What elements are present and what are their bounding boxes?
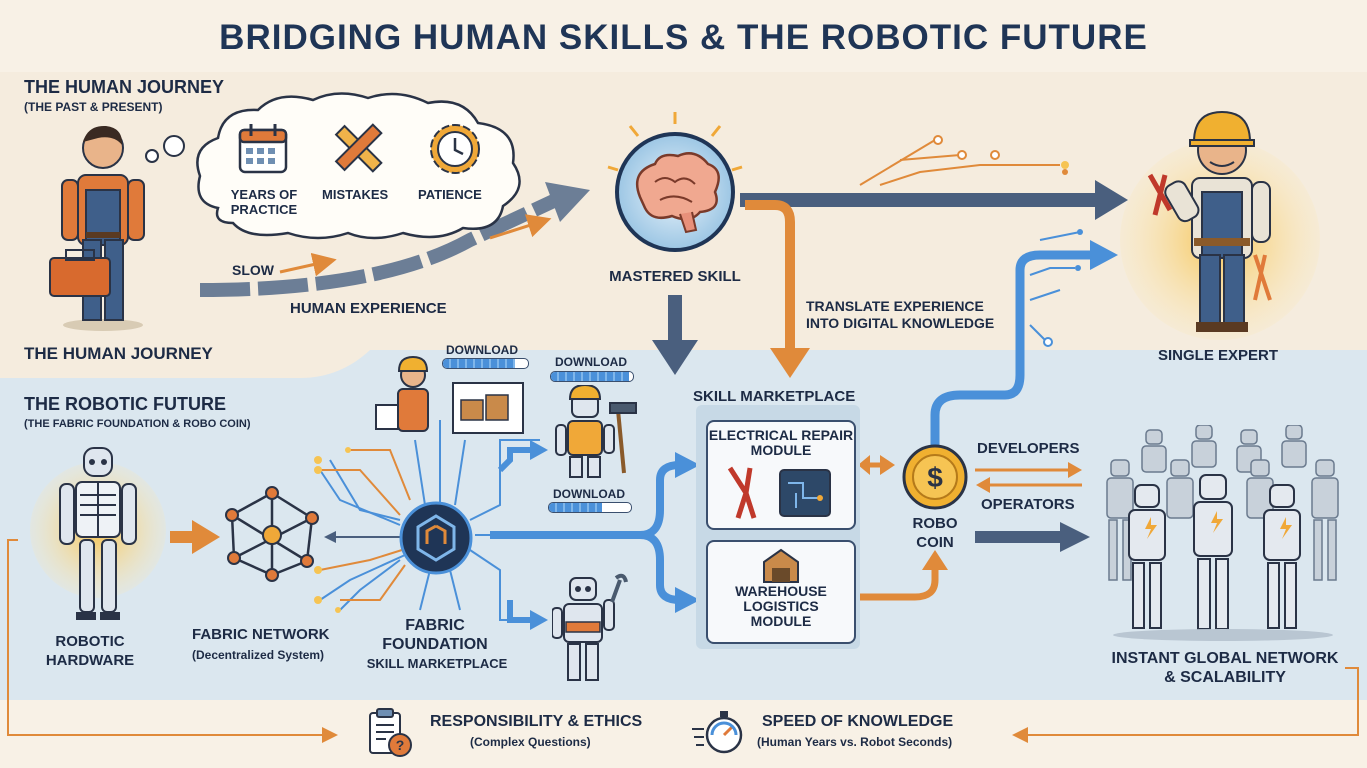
download-progress-bar-3 — [548, 502, 632, 513]
download-label-2: DOWNLOAD — [555, 355, 627, 369]
translate-label: TRANSLATE EXPERIENCE INTO DIGITAL KNOWLE… — [806, 298, 1006, 332]
warehouse-module-label: WAREHOUSE LOGISTICS MODULE — [708, 584, 854, 629]
robot-army-icon — [1095, 425, 1355, 645]
hardware-label-1: ROBOTIC — [40, 633, 140, 650]
download-progress-bar-2 — [550, 371, 634, 382]
download-label-1: DOWNLOAD — [446, 343, 518, 357]
fabric-foundation-sub: SKILL MARKETPLACE — [352, 656, 522, 671]
ethics-sub: (Complex Questions) — [470, 735, 591, 749]
robo-coin-label-1: ROBO — [895, 515, 975, 532]
page-title: BRIDGING HUMAN SKILLS & THE ROBOTIC FUTU… — [0, 18, 1367, 58]
robot-hammer-icon — [552, 385, 642, 480]
fabric-network-label: FABRIC NETWORK — [192, 626, 330, 643]
thought-item-practice: YEARS OF PRACTICE — [222, 187, 306, 217]
speed-sub: (Human Years vs. Robot Seconds) — [757, 735, 952, 749]
mastered-skill-label: MASTERED SKILL — [575, 268, 775, 285]
download-progress-fill-1 — [443, 359, 515, 368]
pliers-circuit-icon — [708, 458, 854, 524]
global-network-label-2: & SCALABILITY — [1090, 669, 1360, 687]
skill-marketplace-title: SKILL MARKETPLACE — [693, 388, 855, 405]
human-subheading: (THE PAST & PRESENT) — [24, 100, 162, 114]
thought-item-mistakes: MISTAKES — [322, 187, 388, 202]
robotic-heading: THE ROBOTIC FUTURE — [24, 394, 226, 415]
pencil-ruler-icon — [328, 118, 388, 178]
download-progress-bar-1 — [442, 358, 529, 369]
global-network-label-1: INSTANT GLOBAL NETWORK — [1090, 650, 1360, 668]
download-progress-fill-3 — [549, 503, 602, 512]
operators-label: OPERATORS — [981, 496, 1075, 513]
fabric-foundation-label-2: FOUNDATION — [370, 636, 500, 654]
stopwatch-icon — [690, 707, 750, 757]
thought-dots-icon — [140, 132, 190, 167]
fabric-network-sub: (Decentralized System) — [192, 648, 324, 662]
slow-label: SLOW — [232, 262, 274, 278]
thought-item-patience: PATIENCE — [418, 187, 482, 202]
robo-coin-icon: $ — [900, 442, 970, 512]
hardware-label-2: HARDWARE — [40, 652, 140, 669]
ethics-title: RESPONSIBILITY & ETHICS — [430, 713, 642, 731]
robot-wrench-icon — [552, 570, 632, 690]
warehouse-icon — [708, 542, 854, 584]
warehouse-logistics-module[interactable]: WAREHOUSE LOGISTICS MODULE — [706, 540, 856, 644]
fabric-foundation-icon — [398, 500, 474, 576]
electrical-repair-module[interactable]: ELECTRICAL REPAIR MODULE — [706, 420, 856, 530]
download-label-3: DOWNLOAD — [553, 487, 625, 501]
brain-icon — [600, 112, 750, 262]
svg-text:?: ? — [396, 737, 405, 753]
single-expert-label: SINGLE EXPERT — [1158, 347, 1278, 364]
fabric-network-icon — [222, 483, 322, 583]
fabric-foundation-label-1: FABRIC — [370, 617, 500, 635]
electrical-module-label: ELECTRICAL REPAIR MODULE — [708, 422, 854, 458]
robotic-subheading: (THE FABRIC FOUNDATION & ROBO COIN) — [24, 418, 251, 430]
svg-text:$: $ — [927, 462, 943, 493]
expert-worker-icon — [1110, 100, 1320, 340]
developers-label: DEVELOPERS — [977, 440, 1080, 457]
speed-title: SPEED OF KNOWLEDGE — [762, 713, 953, 731]
download-progress-fill-2 — [551, 372, 629, 381]
clipboard-question-icon: ? — [364, 707, 416, 757]
robo-coin-label-2: COIN — [895, 534, 975, 551]
human-experience-label: HUMAN EXPERIENCE — [290, 300, 447, 317]
calendar-icon — [236, 120, 292, 176]
robot-skeleton-icon — [28, 440, 168, 630]
gear-clock-icon — [426, 120, 484, 178]
human-person-label: THE HUMAN JOURNEY — [24, 344, 213, 364]
